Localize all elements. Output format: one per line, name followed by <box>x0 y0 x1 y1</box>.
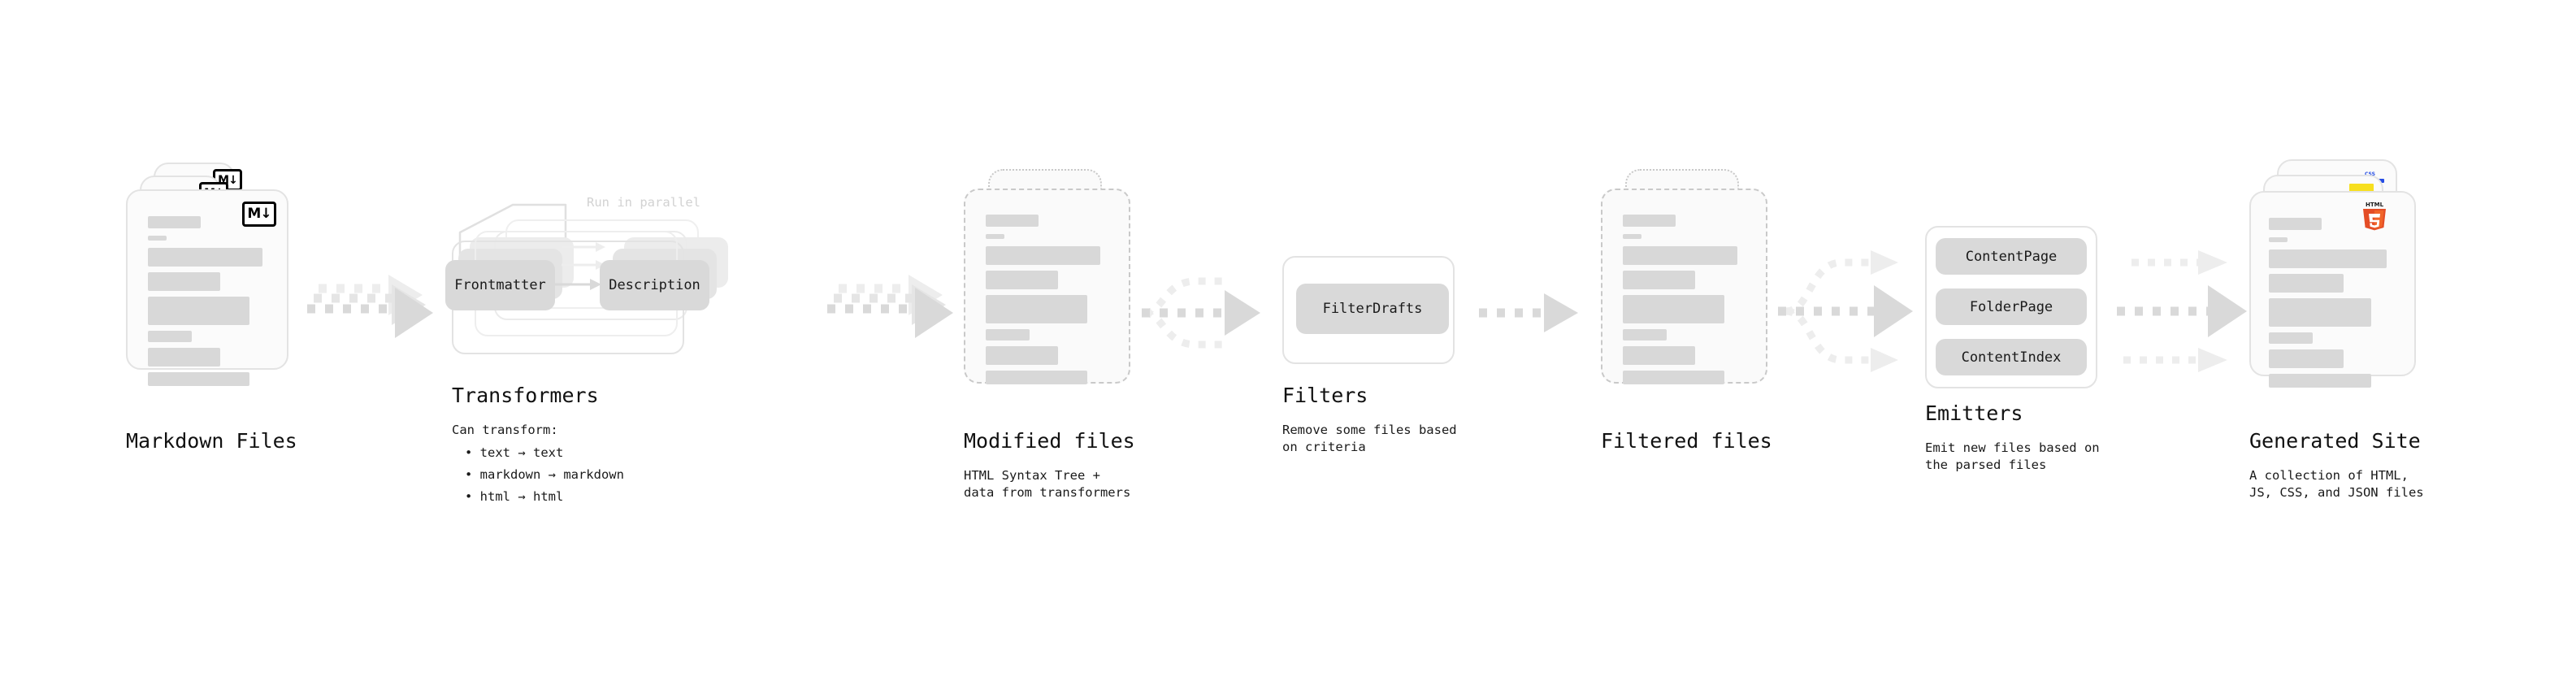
doc-line <box>148 331 192 342</box>
stage-title-emitters: Emitters <box>1925 401 2023 425</box>
filters-chip-filterdrafts[interactable]: FilterDrafts <box>1296 284 1449 334</box>
stage-title-filtered-files: Filtered files <box>1601 429 1772 453</box>
doc-line <box>2269 374 2371 388</box>
doc-line <box>1623 371 1724 384</box>
doc-line <box>148 236 167 241</box>
doc-line <box>2269 349 2344 368</box>
filtered-file-card-front <box>1601 189 1767 384</box>
stage-title-filters: Filters <box>1282 384 1368 407</box>
doc-line <box>1623 215 1676 227</box>
filters-subtitle: Remove some files based on criteria <box>1282 423 1457 454</box>
doc-line <box>148 272 220 291</box>
doc-line <box>986 329 1030 340</box>
doc-line <box>986 246 1100 265</box>
emitters-panel <box>1925 226 2097 388</box>
generated-site-subtitle: A collection of HTML, JS, CSS, and JSON … <box>2249 468 2424 500</box>
doc-line <box>986 371 1087 384</box>
arrow-emitters-to-site <box>2117 236 2263 382</box>
doc-line <box>1623 234 1641 239</box>
doc-line <box>2269 332 2313 344</box>
doc-line <box>986 215 1039 227</box>
transformers-bullet-2: • html → html <box>465 489 564 504</box>
doc-line <box>1623 271 1695 289</box>
stage-title-generated-site: Generated Site <box>2249 429 2421 453</box>
run-in-parallel-label: Run in parallel <box>587 195 700 210</box>
doc-line <box>1623 246 1737 265</box>
doc-line <box>986 234 1004 239</box>
doc-line <box>2269 218 2322 230</box>
doc-line <box>2269 274 2344 293</box>
markdown-file-card-front: M↓ <box>126 189 288 386</box>
doc-line <box>986 295 1087 323</box>
doc-line <box>2269 298 2371 327</box>
arrow-filters-to-filtered <box>1479 288 1601 337</box>
modified-files-subtitle: HTML Syntax Tree + data from transformer… <box>964 468 1131 500</box>
doc-line <box>148 248 262 267</box>
stage-title-transformers: Transformers <box>452 384 599 407</box>
transformers-subtitle: Can transform: <box>452 423 558 437</box>
transformer-chip-description[interactable]: Description <box>600 260 709 310</box>
css-badge-label: CSS <box>2365 172 2375 177</box>
emitters-subtitle: Emit new files based on the parsed files <box>1925 440 2100 472</box>
transformer-chip-frontmatter[interactable]: Frontmatter <box>445 260 555 310</box>
emitters-chip-contentindex[interactable]: ContentIndex <box>1936 339 2087 375</box>
doc-line <box>148 216 201 228</box>
svg-text:HTML: HTML <box>2366 202 2384 208</box>
markdown-badge-front: M↓ <box>242 202 276 227</box>
filters-panel <box>1282 256 1455 364</box>
doc-line <box>148 348 220 367</box>
transformers-bullet-1: • markdown → markdown <box>465 467 624 482</box>
generated-site-card-html: HTML <box>2249 191 2416 388</box>
doc-line <box>1623 346 1695 365</box>
emitters-chip-folderpage[interactable]: FolderPage <box>1936 288 2087 325</box>
arrow-transformers-to-modified <box>827 268 974 349</box>
arrow-markdown-to-transformers <box>307 268 453 349</box>
doc-line <box>986 271 1058 289</box>
stage-title-markdown-files: Markdown Files <box>126 429 297 453</box>
doc-line <box>148 297 249 325</box>
doc-line <box>2269 249 2387 268</box>
emitters-chip-contentpage[interactable]: ContentPage <box>1936 238 2087 275</box>
doc-line <box>1623 295 1724 323</box>
transformers-bullet-0: • text → text <box>465 445 564 460</box>
doc-line <box>148 372 249 386</box>
stage-title-modified-files: Modified files <box>964 429 1135 453</box>
doc-line <box>2269 237 2288 242</box>
arrow-modified-to-filters <box>1142 262 1288 359</box>
doc-line <box>986 346 1058 365</box>
arrow-filtered-to-emitters <box>1778 236 1924 382</box>
transformer-inner-arrow <box>549 279 601 290</box>
html5-badge-icon: HTML <box>2361 200 2388 231</box>
doc-line <box>1623 329 1667 340</box>
modified-file-card-front <box>964 189 1130 384</box>
